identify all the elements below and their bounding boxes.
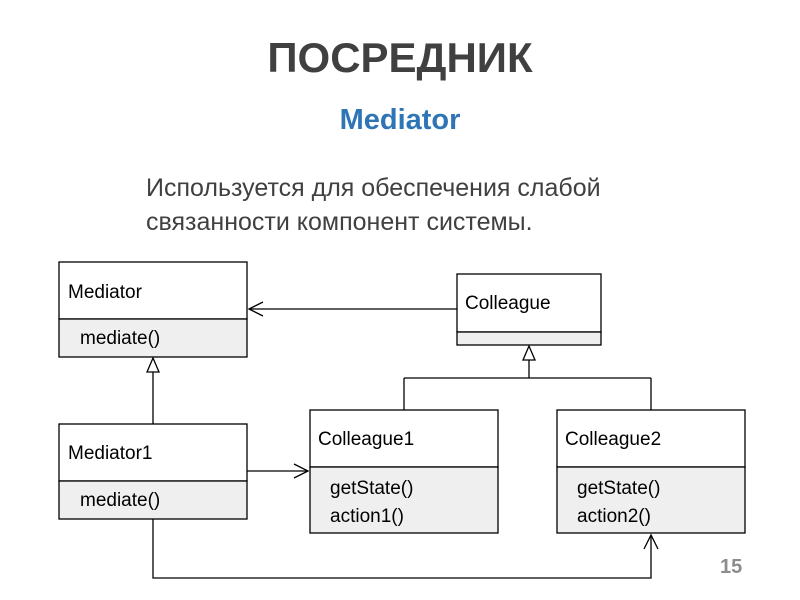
- class-mediator: Mediator mediate(): [58, 261, 248, 358]
- association-line: [152, 519, 652, 579]
- generalization-colleagues-to-colleague: [403, 344, 652, 410]
- class-colleague2-method-2: action2(): [577, 506, 651, 527]
- class-mediator1: Mediator1 mediate(): [58, 423, 248, 520]
- class-colleague2-method-1: getState(): [577, 478, 660, 499]
- description-line-1: Используется для обеспечения слабой: [146, 174, 601, 202]
- association-mediator1-to-colleague1: [247, 463, 310, 479]
- class-mediator-name-box: [58, 261, 248, 320]
- association-mediator1-to-colleague2: [152, 519, 659, 579]
- class-colleague-methods-box: [456, 331, 602, 346]
- class-colleague2-name-box: [556, 409, 746, 468]
- class-colleague: Colleague: [456, 273, 602, 346]
- description-line-2: связанности компонент системы.: [146, 208, 533, 236]
- open-arrowhead-icon: [247, 301, 264, 317]
- class-colleague2-name: Colleague2: [565, 429, 661, 450]
- class-colleague2: Colleague2 getState() action2(): [556, 409, 746, 534]
- class-colleague2-methods-box: [556, 466, 746, 534]
- class-colleague-name: Colleague: [465, 293, 551, 314]
- class-colleague1-name: Colleague1: [318, 429, 414, 450]
- class-mediator1-method-1: mediate(): [80, 490, 160, 511]
- hollow-triangle-icon: [522, 344, 536, 361]
- class-colleague1-methods-box: [309, 466, 499, 534]
- class-colleague1: Colleague1 getState() action1(): [309, 409, 499, 534]
- class-mediator1-methods-box: [58, 480, 248, 520]
- slide-title: ПОСРЕДНИК: [267, 34, 533, 81]
- class-mediator-method-1: mediate(): [80, 328, 160, 349]
- open-arrowhead-icon: [293, 463, 310, 479]
- class-mediator-methods-box: [58, 318, 248, 358]
- hollow-triangle-icon: [146, 356, 160, 373]
- association-colleague-to-mediator: [247, 301, 457, 317]
- class-colleague1-method-1: getState(): [330, 478, 413, 499]
- page-number: 15: [720, 556, 743, 578]
- class-mediator1-name: Mediator1: [68, 443, 153, 464]
- generalization-mediator1-to-mediator: [146, 356, 160, 424]
- slide-description: Используется для обеспечения слабой связ…: [146, 171, 706, 239]
- class-mediator-name: Mediator: [68, 282, 143, 303]
- open-arrowhead-icon: [643, 533, 659, 550]
- slide-subtitle: Mediator: [339, 104, 461, 136]
- class-colleague1-method-2: action1(): [330, 506, 404, 527]
